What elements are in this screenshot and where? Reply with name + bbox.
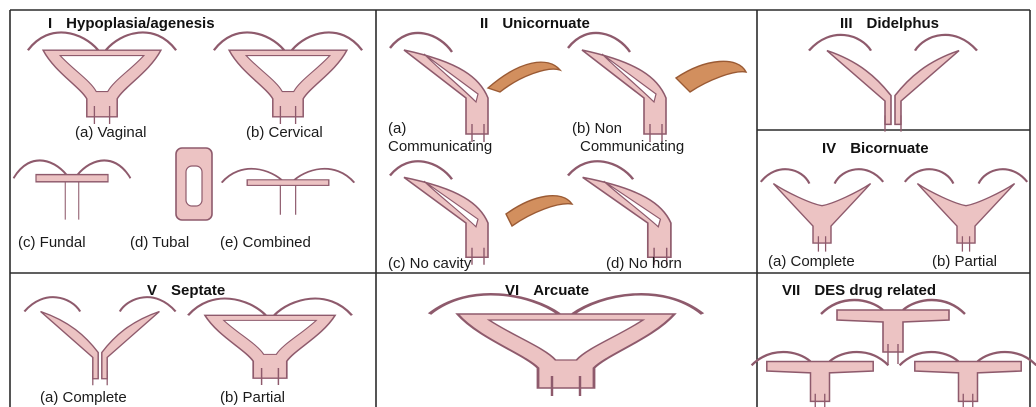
uterus-cervical-agenesis <box>214 32 362 124</box>
uterus-septate-partial <box>188 299 352 385</box>
uterus-fundal-agenesis <box>14 160 131 219</box>
uterus-bicornuate-complete <box>761 169 883 251</box>
horn-no-cavity-icon <box>506 196 572 226</box>
label-bicornuate-partial: (b) Partial <box>932 253 997 270</box>
label-fundal: (c) Fundal <box>18 234 86 251</box>
label-tubal: (d) Tubal <box>130 234 189 251</box>
uterus-unicornuate-no-horn <box>568 161 671 265</box>
uterus-des-right <box>900 352 1036 407</box>
uterus-bicornuate-partial <box>905 169 1027 251</box>
horn-communicating-icon <box>488 62 560 92</box>
horn-noncommunicating-icon <box>676 61 746 92</box>
uterus-combined-agenesis <box>222 169 355 215</box>
label-cervical: (b) Cervical <box>246 124 323 141</box>
label-septate-complete: (a) Complete <box>40 389 127 406</box>
label-vaginal: (a) Vaginal <box>75 124 146 141</box>
uterus-didelphus <box>809 35 977 132</box>
uterus-tubal-cavity <box>186 166 202 206</box>
label-septate-partial: (b) Partial <box>220 389 285 406</box>
uterus-vaginal-agenesis <box>28 32 176 124</box>
label-non-b: (b) Non <box>572 120 622 137</box>
label-no-cavity: (c) No cavity <box>388 255 471 272</box>
uterus-unicornuate-no-cavity <box>390 161 488 265</box>
label-no-horn: (d) No horn <box>606 255 682 272</box>
uterus-septate-complete <box>24 297 175 385</box>
label-bicornuate-complete: (a) Complete <box>768 253 855 270</box>
label-combined: (e) Combined <box>220 234 311 251</box>
uterus-des-left <box>752 352 889 407</box>
label-non-communicating: Communicating <box>580 138 684 155</box>
uterus-arcuate <box>430 294 703 396</box>
label-communicating-a: (a) <box>388 120 406 137</box>
label-communicating: Communicating <box>388 138 492 155</box>
